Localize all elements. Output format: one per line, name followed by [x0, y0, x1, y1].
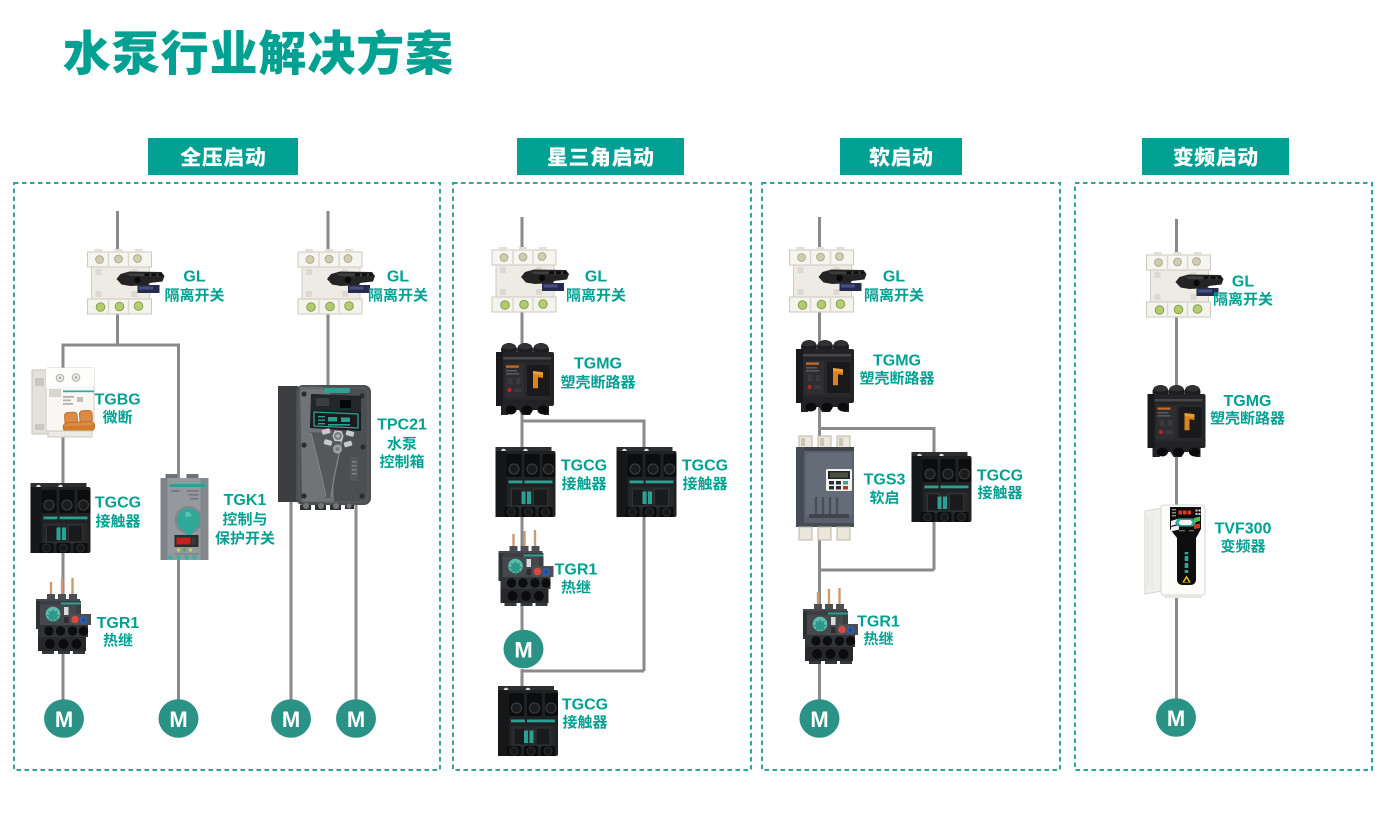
svg-text:M: M — [1167, 706, 1185, 731]
svg-text:GL: GL — [585, 269, 607, 286]
svg-text:TGMG: TGMG — [574, 356, 622, 373]
svg-text:M: M — [810, 707, 828, 732]
svg-text:M: M — [169, 707, 187, 732]
svg-text:TGR1: TGR1 — [555, 562, 598, 579]
svg-text:M: M — [347, 707, 365, 732]
svg-text:TVF300: TVF300 — [1215, 521, 1272, 538]
svg-text:TGMG: TGMG — [1224, 393, 1272, 410]
svg-text:GL: GL — [883, 269, 905, 286]
svg-text:TGR1: TGR1 — [97, 615, 140, 632]
svg-text:M: M — [514, 638, 532, 663]
svg-text:M: M — [55, 707, 73, 732]
svg-text:GL: GL — [387, 269, 409, 286]
svg-text:GL: GL — [183, 269, 205, 286]
svg-text:TGMG: TGMG — [873, 353, 921, 370]
svg-text:M: M — [282, 707, 300, 732]
svg-text:TGCG: TGCG — [95, 495, 141, 512]
svg-text:TGR1: TGR1 — [857, 614, 900, 631]
svg-text:TGCG: TGCG — [682, 458, 728, 475]
svg-text:TGCG: TGCG — [561, 458, 607, 475]
svg-text:TGCG: TGCG — [977, 468, 1023, 485]
svg-text:TGBG: TGBG — [94, 392, 140, 409]
svg-text:TPC21: TPC21 — [377, 417, 427, 434]
svg-text:GL: GL — [1232, 274, 1254, 291]
svg-text:TGS3: TGS3 — [864, 472, 906, 489]
svg-text:TGK1: TGK1 — [224, 492, 267, 509]
svg-text:TGCG: TGCG — [562, 697, 608, 714]
